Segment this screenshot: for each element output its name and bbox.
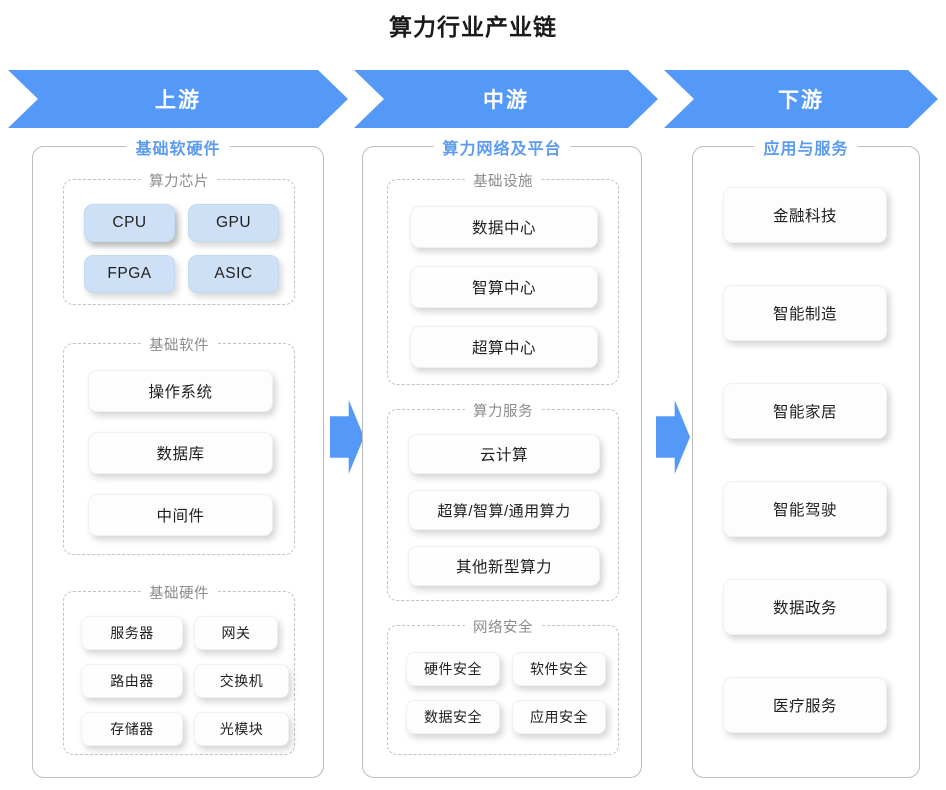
stage-chevron-downstream[interactable]: 下游 [664,70,938,128]
item-hardware-security[interactable]: 硬件安全 [406,652,500,686]
column-title-downstream: 应用与服务 [754,135,858,159]
item-optical-module[interactable]: 光模块 [194,712,289,746]
item-middleware[interactable]: 中间件 [88,494,273,536]
item-database[interactable]: 数据库 [88,432,273,474]
item-cpu-chip[interactable]: CPU [84,204,175,242]
column-title-upstream: 基础软硬件 [126,135,230,159]
arrow-midstream-to-downstream-icon [656,400,690,474]
item-operating-system[interactable]: 操作系统 [88,370,273,412]
column-title-midstream: 算力网络及平台 [433,135,571,159]
group-title-upstream-software: 基础软件 [141,334,217,355]
item-other-new-computing[interactable]: 其他新型算力 [408,546,600,586]
stage-header-band: 上游 中游 下游 [0,70,946,128]
group-title-midstream-infrastructure: 基础设施 [465,170,541,191]
item-server[interactable]: 服务器 [81,616,183,650]
item-gpu-chip[interactable]: GPU [188,204,279,242]
item-supercomputing-center[interactable]: 超算中心 [410,326,598,368]
stage-chevron-midstream[interactable]: 中游 [354,70,658,128]
item-data-government[interactable]: 数据政务 [723,579,887,635]
item-fintech[interactable]: 金融科技 [723,187,887,243]
item-software-security[interactable]: 软件安全 [512,652,606,686]
item-medical-services[interactable]: 医疗服务 [723,677,887,733]
item-asic-chip[interactable]: ASIC [188,255,279,293]
group-midstream-infrastructure: 基础设施 数据中心 智算中心 超算中心 [387,170,619,385]
page-title: 算力行业产业链 [389,14,557,40]
stage-chevron-upstream[interactable]: 上游 [8,70,348,128]
item-cloud-computing[interactable]: 云计算 [408,434,600,474]
group-title-upstream-hardware: 基础硬件 [141,582,217,603]
group-midstream-services: 算力服务 云计算 超算/智算/通用算力 其他新型算力 [387,400,619,601]
item-gateway[interactable]: 网关 [194,616,278,650]
group-title-midstream-security: 网络安全 [465,616,541,637]
item-application-security[interactable]: 应用安全 [512,700,606,734]
item-intelligent-driving[interactable]: 智能驾驶 [723,481,887,537]
item-intelligent-computing-center[interactable]: 智算中心 [410,266,598,308]
group-title-upstream-chips: 算力芯片 [141,170,217,191]
column-downstream: 应用与服务 金融科技 智能制造 智能家居 智能驾驶 数据政务 医疗服务 [692,135,920,778]
group-upstream-software: 基础软件 操作系统 数据库 中间件 [63,334,295,555]
group-upstream-hardware: 基础硬件 服务器 网关 路由器 交换机 存储器 光模块 [63,582,295,755]
item-router[interactable]: 路由器 [81,664,183,698]
item-storage[interactable]: 存储器 [81,712,183,746]
item-switch[interactable]: 交换机 [194,664,289,698]
item-fpga-chip[interactable]: FPGA [84,255,175,293]
group-upstream-chips: 算力芯片 CPU CPU GPU FPGA ASIC [63,170,295,305]
arrow-upstream-to-midstream-icon [330,400,364,474]
item-intelligent-manufacturing[interactable]: 智能制造 [723,285,887,341]
column-midstream: 算力网络及平台 基础设施 数据中心 智算中心 超算中心 算力服务 云计算 超算/… [362,135,642,778]
item-smart-home[interactable]: 智能家居 [723,383,887,439]
column-upstream: 基础软硬件 算力芯片 CPU CPU GPU FPGA ASIC 基础软件 操作… [32,135,324,778]
item-data-center[interactable]: 数据中心 [410,206,598,248]
group-midstream-security: 网络安全 硬件安全 软件安全 数据安全 应用安全 [387,616,619,755]
item-super-intelligent-general-computing[interactable]: 超算/智算/通用算力 [408,490,600,530]
group-title-midstream-services: 算力服务 [465,400,541,421]
item-data-security[interactable]: 数据安全 [406,700,500,734]
